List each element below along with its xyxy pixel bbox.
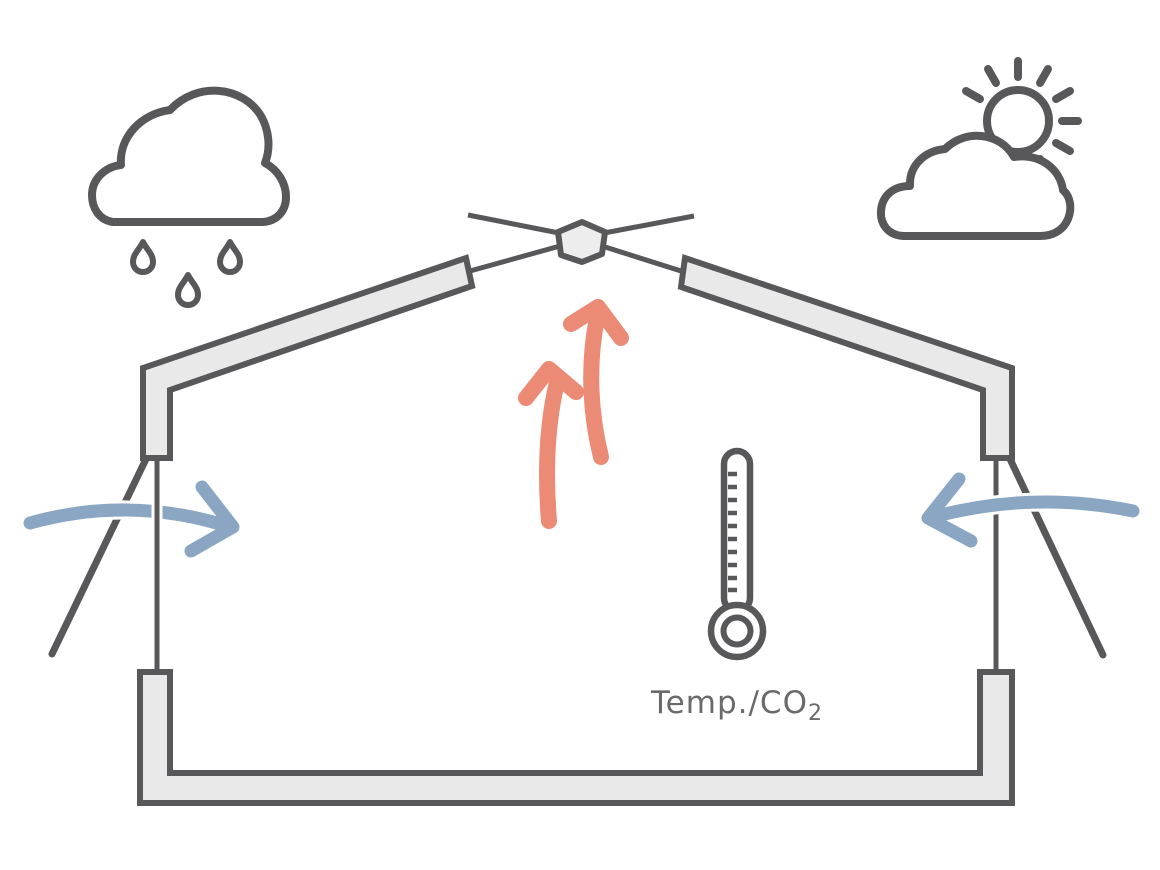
floor-wall: [137, 669, 1015, 806]
sensor-label: Temp./CO2: [650, 685, 823, 726]
inflow-arrow-left: [20, 480, 240, 558]
rain-cloud-icon: [88, 86, 290, 308]
raindrop-icon: [217, 239, 243, 275]
ridge-vent-cap: [555, 219, 608, 265]
sun-behind-cloud-icon: [876, 57, 1082, 240]
ridge-vent-lines: [467, 212, 695, 274]
outflow-arrows: [518, 299, 629, 529]
outflow-arrow-small: [518, 361, 584, 529]
ridge-vent-flap-line: [467, 212, 560, 236]
side-vent-flap-left: [48, 455, 150, 658]
raindrop-icon: [175, 272, 201, 308]
ridge-vent-line: [601, 243, 682, 274]
inflow-arrow-right: [919, 472, 1143, 548]
cloud-shape: [88, 86, 290, 226]
ridge-vent-flap-line: [603, 213, 695, 236]
side-vent-flap-right: [1006, 455, 1107, 659]
thermometer-ticks: [728, 471, 737, 593]
roof-wall-left: [140, 254, 476, 461]
outflow-arrow-large: [563, 299, 629, 465]
sensor-label-main: Temp./CO: [650, 685, 808, 721]
side-vents-under: [48, 455, 1107, 670]
raindrop-icon: [130, 239, 156, 275]
sensor-label-subscript: 2: [808, 701, 823, 726]
house-structure: [137, 219, 1015, 806]
thermometer-bulb: [707, 601, 767, 661]
cloud-shape: [876, 131, 1075, 240]
thermometer-bulb-inner: [720, 614, 754, 648]
ridge-vent-line: [469, 243, 561, 274]
roof-wall-right: [677, 254, 1015, 461]
thermometer-icon: [707, 447, 767, 661]
